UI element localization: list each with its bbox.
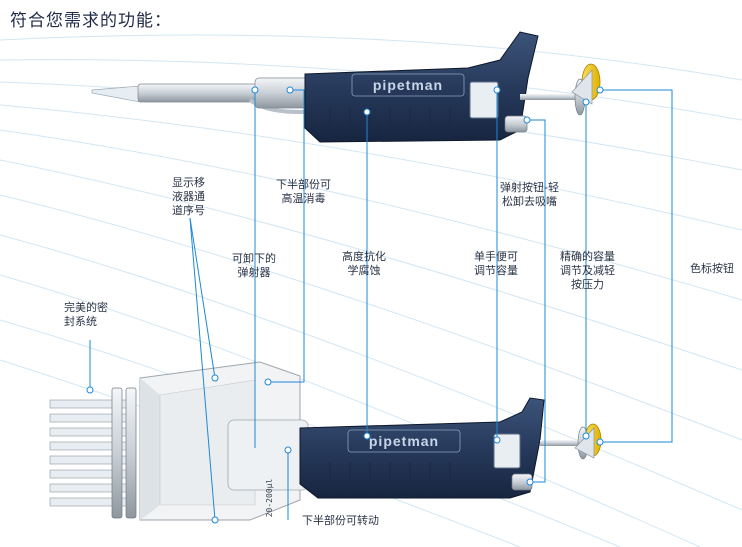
- label-rotate: 下半部份可转动: [302, 514, 379, 527]
- volume-window-multi: [493, 433, 521, 469]
- brand-logo-top: pipetman: [373, 77, 443, 93]
- label-one-hand-adjust: 单手便可 调节容量: [474, 250, 518, 277]
- lower-body: [254, 77, 311, 109]
- volume-window: [469, 81, 499, 119]
- leader-lines: [89, 89, 673, 521]
- pipette-tip: [91, 85, 141, 103]
- pipette-shaft: [137, 83, 259, 103]
- label-precise-adjust: 精确的容量 调节及减轻 按压力: [560, 250, 615, 291]
- label-chemical-resistance: 高度抗化 学腐蚀: [342, 250, 386, 277]
- label-color-coded: 色标按钮: [690, 262, 734, 275]
- background-arcs: [0, 34, 742, 547]
- brand-logo-bottom: pipetman: [369, 433, 439, 449]
- eject-button: [504, 115, 528, 133]
- single-channel-pipette: [91, 31, 601, 143]
- label-seal-system: 完美的密 封系统: [64, 301, 108, 328]
- label-removable-ejector: 可卸下的 弹射器: [232, 252, 276, 279]
- multichannel-nozzles: [49, 399, 131, 507]
- label-autoclave: 下半部份可 高温消毒: [276, 178, 331, 205]
- model-label: 20-200μl: [265, 479, 274, 518]
- multichannel-pipette: [49, 361, 602, 521]
- page-title: 符合您需求的功能：: [10, 11, 172, 31]
- leader-dots: [86, 86, 604, 524]
- label-display: 显示移 液器通 道序号: [172, 176, 205, 217]
- label-eject-button: 弹射按钮-轻 松卸去吸嘴: [500, 181, 559, 208]
